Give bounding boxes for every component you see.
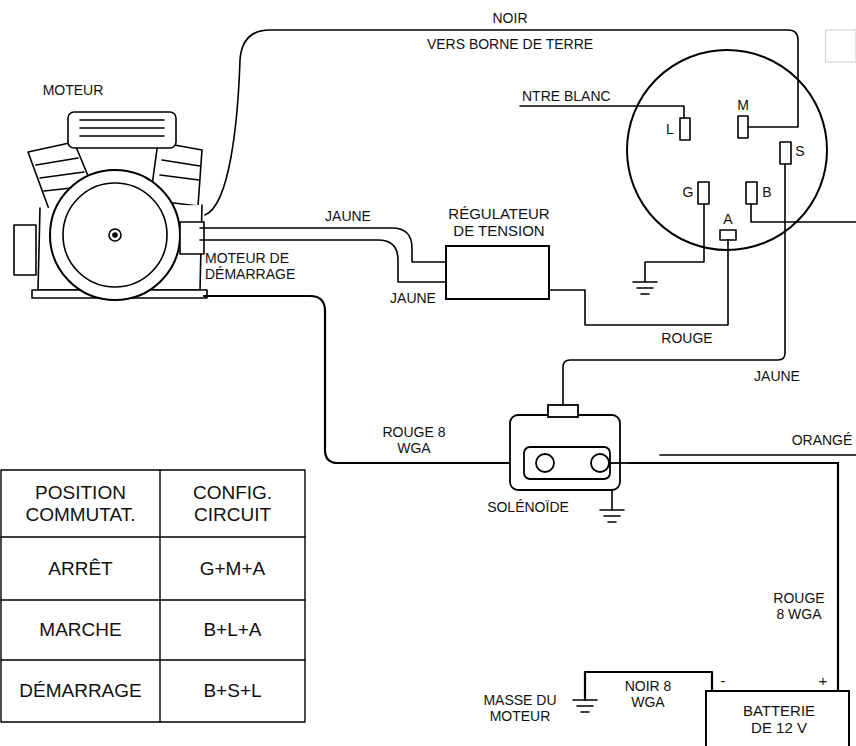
wire-label: M [735, 97, 751, 113]
table-cell: B+S+L [162, 662, 303, 720]
wire-label: MOTEUR [28, 82, 118, 98]
red-wire [550, 240, 728, 325]
wire-label: L [663, 121, 677, 137]
table-cell: POSITION COMMUTAT. [3, 472, 158, 535]
solenoid-case [510, 415, 620, 490]
wire-label: ROUGE 8 WGA [768, 590, 830, 622]
solenoid-inner [524, 447, 610, 479]
yellow-wire [200, 240, 445, 282]
node-text: SOLÉNOÏDE [478, 499, 578, 515]
yellow-wire [563, 164, 785, 405]
node-text: BATTERIE DE 12 V [734, 702, 824, 737]
wire-label: VERS BORNE DE TERRE [390, 36, 630, 52]
node-text: RÉGULATEUR DE TENSION [440, 205, 558, 240]
wire-label: B [760, 184, 774, 200]
white-wire [520, 106, 684, 118]
wire-label: NTRE BLANC [522, 88, 622, 104]
regulator-box [445, 245, 550, 300]
ground-wire [611, 490, 613, 510]
wire-label: A [720, 211, 736, 227]
wire-label: ROUGE [655, 330, 719, 346]
wire-label: NOIR 8 WGA [616, 678, 680, 710]
terminal [591, 454, 609, 472]
wire-label: JAUNE [318, 208, 378, 224]
wire-label: NOIR [480, 10, 540, 26]
table-cell: CONFIG. CIRCUIT [162, 472, 303, 535]
red-cable [628, 463, 838, 690]
wire-label: ROUGE 8 WGA [382, 424, 446, 456]
black-wire [205, 30, 798, 215]
engine-drawing [14, 112, 207, 300]
ground-wire [645, 204, 704, 282]
red-cable [204, 296, 536, 463]
wire-label: ORANGÉ [790, 432, 854, 448]
table-cell: MARCHE [3, 602, 158, 658]
solenoid-cap [548, 405, 578, 417]
node-text: + [815, 672, 831, 689]
solenoid-body [510, 405, 628, 490]
blank-box [826, 30, 856, 62]
wire-label: MOTEUR DE DÉMARRAGE [205, 250, 320, 282]
wire-label: S [793, 143, 807, 159]
battery: -+BATTERIE DE 12 V [705, 690, 850, 746]
voltage-regulator: RÉGULATEUR DE TENSION [440, 205, 558, 301]
wire-label: MASSE DU MOTEUR [470, 692, 570, 724]
ground-symbol [573, 700, 597, 712]
table-cell: ARRÊT [3, 539, 158, 598]
wire-label: JAUNE [745, 368, 809, 384]
table-cell: DÉMARRAGE [3, 662, 158, 720]
solenoid: SOLÉNOÏDE [478, 405, 628, 525]
table-cell: G+M+A [162, 539, 303, 598]
terminal-stub [609, 462, 628, 464]
wire-label: JAUNE [386, 290, 440, 306]
switch-table [1, 470, 305, 722]
wire-label: G [680, 184, 696, 200]
node-text: - [715, 672, 731, 689]
ground-symbol [600, 510, 624, 522]
terminal [536, 454, 554, 472]
ignition-switch [627, 50, 827, 250]
wire [751, 204, 856, 222]
orange-wire [660, 454, 856, 456]
ground-symbol [633, 282, 657, 294]
table-cell: B+L+A [162, 602, 303, 658]
